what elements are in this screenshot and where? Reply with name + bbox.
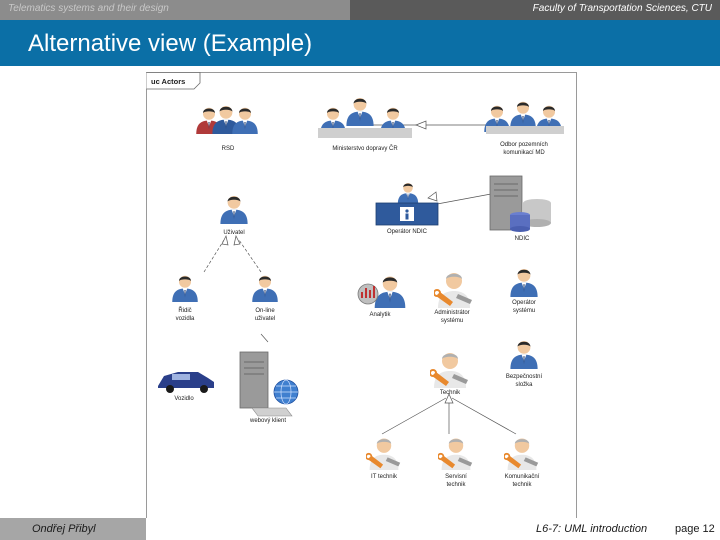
actor-rsd: RSD (196, 106, 258, 152)
ridic-label-line1: Řidič (178, 306, 191, 314)
rsd-label: RSD (222, 146, 235, 152)
actor-vozidlo: Vozidlo (158, 372, 214, 402)
actor-technik: Technik (430, 351, 470, 396)
actor-klient: webový klient (239, 351, 299, 424)
footer-right (580, 518, 720, 540)
footer-bar: Ondřej Přibyl (0, 518, 720, 540)
actor-bezpecnostni: Bezpečnostní složka (506, 341, 543, 388)
actor-uzivatel: Uživatel (220, 196, 248, 236)
lecture-title: L6-7: UML introduction (536, 523, 648, 535)
komunikacni-label-line1: Komunikační (505, 474, 540, 480)
arrow-ministry (415, 120, 427, 130)
footer-middle (146, 518, 580, 540)
ministry-table (318, 128, 412, 138)
footer-left: Ondřej Přibyl (0, 518, 146, 540)
actor-operator-ndic: Operátor NDIC (375, 183, 439, 235)
title-bar: Alternative view (Example) (0, 20, 720, 66)
klient-server-icon (239, 351, 269, 409)
arrow-uzivatel-right (233, 234, 241, 246)
actor-diagram: uc Actors RSD Ministerstvo dopravy ČR (146, 72, 577, 521)
operator-sys-label-line1: Operátor (512, 300, 536, 306)
servisni-label-line2: technik (446, 482, 466, 488)
actor-online: On-line uživatel (252, 275, 278, 322)
operator-sys-label-line2: systému (513, 308, 535, 314)
top-bar-right: Faculty of Transportation Sciences, CTU (350, 0, 720, 20)
servisni-label-line1: Servisní (445, 474, 467, 480)
analytik-label: Analytik (369, 312, 391, 318)
slide-title: Alternative view (Example) (28, 30, 313, 57)
klient-keyboard-icon (251, 407, 293, 417)
top-bar-left: Telematics systems and their design (0, 0, 350, 20)
connector-arrowheads (221, 120, 454, 404)
actor-admin: Administrátor systému (434, 271, 474, 324)
actor-it-technik: IT technik (366, 437, 402, 480)
operator-ndic-label: Operátor NDIC (387, 229, 428, 235)
connector-lines (203, 124, 517, 435)
ndic-label: NDIC (515, 236, 530, 242)
arrow-uzivatel-left (221, 234, 229, 246)
edge-technik-it (381, 397, 447, 435)
technik-label: Technik (440, 390, 461, 396)
odbor-table (486, 126, 564, 134)
course-title: Telematics systems and their design (8, 3, 169, 14)
edge-online-klient (260, 333, 269, 343)
ridic-label-line2: vozidla (176, 316, 195, 322)
actor-analytik: Analytik (357, 276, 406, 318)
bezpecnostni-label-line1: Bezpečnostní (506, 374, 543, 380)
vozidlo-label: Vozidlo (174, 396, 194, 402)
author-name: Ondřej Přibyl (32, 523, 96, 535)
actor-operator-sys: Operátor systému (510, 269, 538, 314)
klient-label: webový klient (249, 418, 286, 424)
actor-komunikacni: Komunikační technik (504, 437, 540, 488)
arrow-technik (444, 393, 454, 404)
arrow-ndic (427, 191, 438, 202)
actor-odbor: Odbor pozemních komunikací MD (484, 101, 564, 156)
online-label-line2: uživatel (255, 316, 275, 322)
actor-ndic: NDIC (489, 175, 551, 242)
ministry-label: Ministerstvo dopravy ČR (332, 145, 398, 152)
komunikacni-label-line2: technik (512, 482, 532, 488)
actor-ridic: Řidič vozidla (172, 275, 198, 322)
page-number: page 12 (675, 523, 715, 535)
online-label-line1: On-line (255, 308, 275, 314)
bezpecnostni-label-line2: složka (515, 382, 533, 388)
edge-ridic-uzivatel (203, 239, 225, 273)
top-bar: Telematics systems and their design Facu… (0, 0, 720, 20)
edge-online-uzivatel (238, 239, 262, 273)
frame-label-tab (146, 72, 201, 90)
actor-servisni: Servisní technik (438, 437, 474, 488)
admin-label-line1: Administrátor (434, 310, 469, 316)
frame-label: uc Actors (151, 77, 185, 86)
odbor-label-line1: Odbor pozemních (500, 142, 548, 148)
actor-ministry: Ministerstvo dopravy ČR (318, 98, 412, 152)
odbor-label-line2: komunikací MD (503, 150, 545, 156)
edge-technik-komunikacni (451, 397, 517, 435)
it-technik-label: IT technik (371, 474, 398, 480)
faculty-name: Faculty of Transportation Sciences, CTU (532, 3, 712, 14)
uzivatel-label: Uživatel (223, 230, 244, 236)
admin-label-line2: systému (441, 318, 463, 324)
